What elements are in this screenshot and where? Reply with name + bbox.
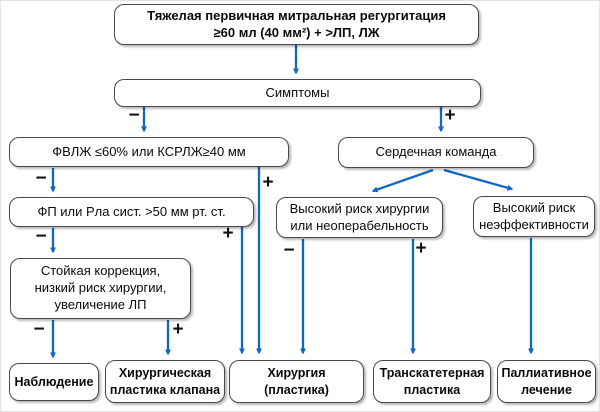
node-af-pa-pressure: ФП или Рла сист. >50 мм рт. ст. [9, 197, 254, 227]
node-palliative-line2: лечение [521, 382, 572, 397]
sign-lvef-negative: − [35, 168, 47, 189]
sign-durable-positive: + [172, 319, 184, 340]
arrow-heartteam-to-surgrisk [371, 168, 434, 193]
node-high-futility-risk: Высокий риск неэффективности [473, 196, 595, 237]
node-durable-correction: Стойкая коррекция, низкий риск хирургии,… [10, 258, 191, 319]
node-transcatheter-repair: Транскатетерная пластика [373, 360, 491, 403]
node-high-surgical-risk: Высокий риск хирургии или неоперабельнос… [276, 197, 443, 238]
node-heart-team-label: Сердечная команда [375, 144, 497, 160]
node-surg-repair-line2: пластика клапана [109, 382, 221, 397]
node-palliative-care: Паллиативное лечение [497, 360, 596, 403]
node-watch-label: Наблюдение [14, 374, 94, 389]
node-symptoms: Симптомы [114, 79, 481, 107]
sign-symptoms-negative: − [128, 105, 140, 126]
node-lvef-criteria: ФВЛЖ ≤60% или КСРЛЖ≥40 мм [9, 137, 289, 167]
node-surgical-valve-repair: Хирургическая пластика клапана [105, 360, 225, 403]
node-durable-line3: увеличение ЛП [54, 296, 147, 312]
arrow-heartteam-to-futility [443, 168, 514, 191]
node-title-line2: ≥60 мл (40 мм²) + >ЛП, ЛЖ [213, 24, 380, 40]
node-heart-team: Сердечная команда [338, 137, 534, 168]
node-surgery-repair: Хирургия (пластика) [229, 360, 364, 403]
node-transcath-line2: пластика [403, 382, 461, 397]
sign-lvef-positive: + [262, 172, 274, 193]
node-futility-line2: неэффективности [479, 216, 589, 232]
node-surg-risk-line1: Высокий риск хирургии [289, 200, 430, 216]
sign-durable-negative: − [33, 319, 45, 340]
node-palliative-line1: Паллиативное [501, 366, 592, 381]
sign-surgrisk-positive: + [415, 238, 427, 259]
node-severe-mitral-regurgitation: Тяжелая первичная митральная регургитаци… [114, 4, 479, 45]
node-surg-repair-line1: Хирургическая [118, 366, 212, 381]
node-durable-line2: низкий риск хирургии, [34, 280, 167, 296]
node-watchful-waiting: Наблюдение [9, 363, 99, 401]
sign-symptoms-positive: + [444, 105, 456, 126]
node-surg-risk-line2: или неоперабельность [290, 217, 429, 233]
node-af-label: ФП или Рла сист. >50 мм рт. ст. [37, 203, 226, 219]
sign-af-positive: + [222, 223, 234, 244]
node-surgery-line1: Хирургия [267, 366, 326, 381]
node-title-line1: Тяжелая первичная митральная регургитаци… [147, 7, 446, 23]
node-surgery-line2: (пластика) [264, 382, 329, 397]
node-symptoms-label: Симптомы [265, 84, 330, 100]
sign-surgrisk-negative: − [283, 240, 295, 261]
node-futility-line1: Высокий риск [492, 199, 576, 215]
node-lvef-label: ФВЛЖ ≤60% или КСРЛЖ≥40 мм [52, 143, 246, 159]
node-transcath-line1: Транскатетерная [379, 366, 485, 381]
node-durable-line1: Стойкая коррекция, [40, 263, 161, 279]
sign-af-negative: − [35, 226, 47, 247]
